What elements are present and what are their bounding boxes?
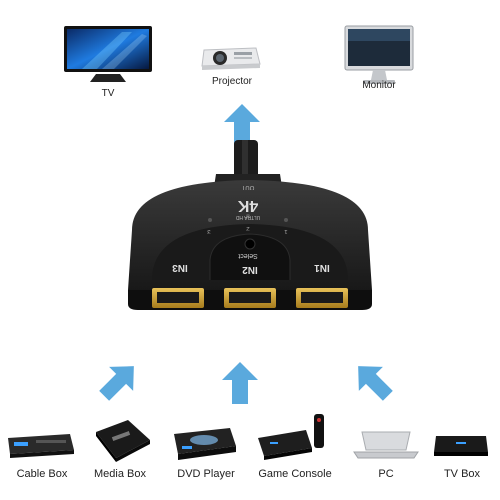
- tv-output-device: [62, 22, 154, 86]
- in3-label: IN3: [172, 262, 188, 273]
- cable-box-device: [6, 428, 76, 460]
- arrow-up-icon: [224, 104, 260, 146]
- in2-port: [224, 288, 276, 308]
- arrow-up-right-icon: [96, 358, 142, 404]
- monitor-label: Monitor: [362, 80, 396, 91]
- led-1-label: 1: [284, 228, 288, 234]
- game-console-label: Game Console: [258, 468, 332, 480]
- led-3-label: 3: [207, 228, 211, 234]
- dvd-player-label: DVD Player: [177, 468, 235, 480]
- in1-label: IN1: [314, 262, 330, 273]
- hdmi-switch: [112, 140, 388, 320]
- tv-box-device: [432, 428, 492, 462]
- media-box-device: [88, 418, 154, 462]
- tv-box-label: TV Box: [443, 468, 481, 480]
- in3-port: [152, 288, 204, 308]
- media-box-label: Media Box: [94, 468, 146, 480]
- arrow-up-center-icon: [222, 362, 258, 404]
- in1-port: [296, 288, 348, 308]
- brand-4k-label: 4K: [237, 197, 259, 214]
- brand-ultrahd-label: ULTRA HD: [235, 214, 261, 220]
- pc-device: [352, 428, 420, 462]
- projector-label: Projector: [211, 76, 252, 87]
- in2-label: IN2: [242, 264, 258, 275]
- led-2-label: 2: [246, 225, 250, 231]
- monitor-output-device: [343, 24, 415, 86]
- pc-label: PC: [378, 468, 394, 480]
- out-label: OUT: [241, 184, 255, 190]
- projector-output-device: [198, 40, 264, 74]
- game-console-device: [256, 412, 336, 462]
- arrow-up-left-icon: [350, 358, 396, 404]
- select-label: Select: [238, 252, 258, 259]
- dvd-player-device: [170, 424, 240, 462]
- tv-label: TV: [101, 88, 115, 99]
- cable-box-label: Cable Box: [16, 468, 68, 480]
